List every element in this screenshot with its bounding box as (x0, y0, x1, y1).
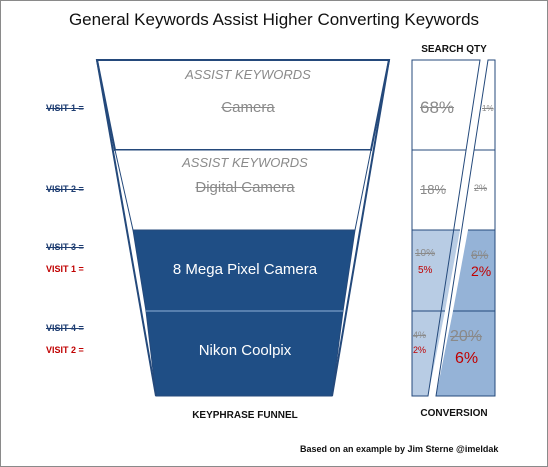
conversion-row-1-old: 1% (482, 104, 494, 113)
visit-4-label-old: VISIT 4 = (46, 323, 84, 333)
conversion-row-2-old: 2% (474, 183, 488, 193)
funnel-label: KEYPHRASE FUNNEL (192, 410, 298, 421)
conversion-shade-row4 (436, 311, 495, 396)
funnel-left-edge (96, 59, 157, 397)
search-qty-row-3-old: 10% (415, 248, 436, 259)
search-qty-row-2-old: 18% (420, 182, 447, 197)
search-qty-row-4-new: 2% (413, 345, 427, 355)
search-qty-row-4-old: 4% (413, 330, 427, 340)
conversion-row-4-new: 6% (455, 350, 479, 367)
figure-title: General Keywords Assist Higher Convertin… (68, 10, 480, 29)
segment-2-keyword: Digital Camera (195, 179, 295, 196)
conversion-header: CONVERSION (420, 408, 488, 419)
credit-line: Based on an example by Jim Sterne @imeld… (300, 444, 499, 454)
conversion-row-4-old: 20% (450, 328, 483, 345)
search-qty-row-1-old: 68% (420, 98, 455, 117)
conversion-row-3-new: 2% (471, 263, 492, 279)
visit-1-label-new: VISIT 1 = (46, 264, 84, 274)
segment-1-keyword: Camera (221, 99, 275, 116)
funnel-right-edge (331, 59, 390, 397)
visit-3-label-old: VISIT 3 = (46, 242, 84, 252)
visit-2-label-old: VISIT 2 = (46, 184, 84, 194)
visit-2-label-new: VISIT 2 = (46, 345, 84, 355)
search-qty-shade-row3 (412, 230, 460, 311)
search-qty-row-3-new: 5% (418, 265, 433, 276)
conversion-row-3-old: 6% (471, 248, 489, 262)
segment-2-heading: ASSIST KEYWORDS (182, 155, 308, 170)
visit-1-label-old: VISIT 1 = (46, 103, 84, 113)
search-qty-header: SEARCH QTY (421, 44, 487, 55)
segment-3-keyword: 8 Mega Pixel Camera (172, 261, 318, 278)
segment-4-keyword: Nikon Coolpix (198, 342, 292, 359)
search-qty-column (411, 59, 481, 397)
segment-1-heading: ASSIST KEYWORDS (185, 67, 311, 82)
conversion-column (435, 59, 496, 397)
search-qty-shade-row4 (412, 311, 445, 396)
conversion-shade-row3 (453, 230, 495, 311)
